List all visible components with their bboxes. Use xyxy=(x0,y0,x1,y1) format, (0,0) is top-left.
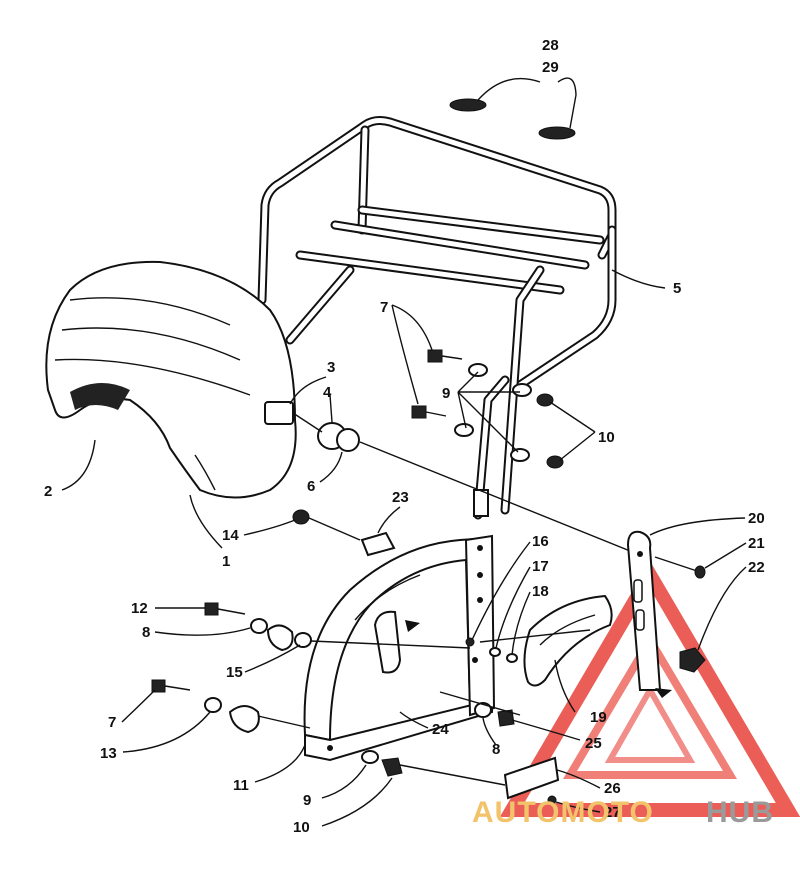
nut-10-lower xyxy=(381,757,403,777)
callout-5: 5 xyxy=(673,280,681,297)
callout-9: 9 xyxy=(442,385,450,402)
leader-lines xyxy=(61,77,747,827)
bolt-21 xyxy=(694,565,706,579)
callout-26: 26 xyxy=(604,780,621,797)
plate-26 xyxy=(503,756,560,800)
washer-6 xyxy=(336,428,360,452)
callout-27: 27 xyxy=(604,804,621,821)
callout-8: 8 xyxy=(142,624,150,641)
callout-10: 10 xyxy=(598,429,615,446)
knob-22 xyxy=(679,647,706,673)
callout-7: 7 xyxy=(380,299,388,316)
backrest-frame xyxy=(303,534,496,762)
callout-18: 18 xyxy=(532,583,549,600)
callout-15: 15 xyxy=(226,664,243,681)
callout-14: 14 xyxy=(222,527,239,544)
callout-4: 4 xyxy=(323,384,332,401)
washer-18 xyxy=(506,653,518,663)
rack-frame xyxy=(257,116,617,520)
washer-9d xyxy=(510,448,530,462)
washer-17 xyxy=(489,647,501,657)
end-cap-29 xyxy=(538,126,576,140)
callout-28: 28 xyxy=(542,37,559,54)
watermark-text-hub: HUB xyxy=(706,796,774,829)
callout-6: 6 xyxy=(307,478,315,495)
callout-13: 13 xyxy=(100,745,117,762)
callout-20: 20 xyxy=(748,510,765,527)
watermark-logo xyxy=(499,561,800,817)
callout-22: 22 xyxy=(748,559,765,576)
washer-9-lower xyxy=(361,750,379,764)
spacer-3 xyxy=(264,401,294,425)
screw-27 xyxy=(547,795,557,805)
washer-9a xyxy=(468,363,488,377)
seat-cushion xyxy=(45,260,297,499)
nut-14 xyxy=(292,509,310,525)
callout-2: 2 xyxy=(44,483,52,500)
washer-9b xyxy=(512,383,532,397)
callout-17: 17 xyxy=(532,558,549,575)
callout-1: 1 xyxy=(222,553,230,570)
callout-12: 12 xyxy=(131,600,148,617)
rack-leg-end xyxy=(473,489,489,517)
callout-11: 11 xyxy=(233,777,249,794)
nut-10b xyxy=(546,455,564,469)
callout-9-lower: 9 xyxy=(303,792,311,809)
callout-labels: 28 29 5 7 9 10 3 4 6 2 1 14 23 20 21 22 … xyxy=(44,37,765,836)
callout-29: 29 xyxy=(542,59,559,76)
callout-24: 24 xyxy=(432,721,449,738)
watermark-text-automoto: AUTOMOTO xyxy=(472,796,654,829)
callout-19: 19 xyxy=(590,709,607,726)
pad-23 xyxy=(360,531,396,557)
callout-10-lower: 10 xyxy=(293,819,310,836)
end-cap-28 xyxy=(449,98,487,112)
callout-23: 23 xyxy=(392,489,409,506)
callout-7-lower: 7 xyxy=(108,714,116,731)
callout-25: 25 xyxy=(585,735,602,752)
callout-8-lower: 8 xyxy=(492,741,500,758)
washer-8-lower xyxy=(474,702,492,718)
callout-3: 3 xyxy=(327,359,335,376)
bolt-12-group xyxy=(204,602,471,652)
washer-9c xyxy=(454,423,474,437)
foam-block xyxy=(373,610,402,674)
callout-16: 16 xyxy=(532,533,549,550)
callout-21: 21 xyxy=(748,535,765,552)
bolts-7-upper xyxy=(411,349,463,419)
bolt-7-lower-group xyxy=(151,679,311,734)
backrest-pad-19 xyxy=(523,594,613,687)
nut-10a xyxy=(536,393,554,407)
